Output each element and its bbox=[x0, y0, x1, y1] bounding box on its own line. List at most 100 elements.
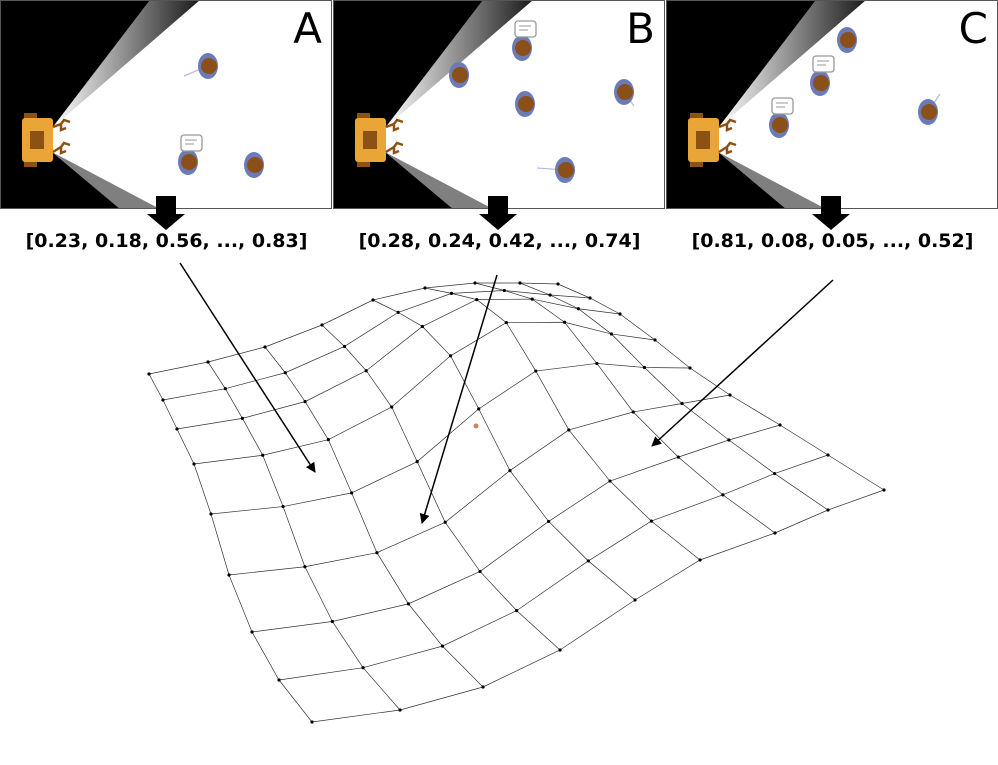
mesh-line bbox=[148, 373, 313, 723]
mesh-node bbox=[478, 569, 482, 574]
mesh-node bbox=[240, 416, 245, 420]
human-icon bbox=[449, 62, 469, 88]
robot-arm bbox=[52, 141, 71, 155]
mesh-node bbox=[398, 708, 402, 712]
mesh-node bbox=[618, 312, 622, 316]
mesh-node bbox=[642, 365, 647, 370]
human-head bbox=[515, 40, 531, 56]
mesh-node bbox=[688, 366, 692, 370]
mesh-node bbox=[420, 324, 424, 329]
mesh-line bbox=[148, 282, 559, 375]
mesh-node bbox=[223, 387, 227, 391]
mesh-node bbox=[680, 401, 684, 406]
robot-icon bbox=[22, 113, 71, 167]
robot-arm bbox=[52, 118, 71, 132]
mesh-node bbox=[530, 297, 534, 301]
cone-edge-bottom bbox=[385, 152, 493, 209]
mesh-node bbox=[481, 685, 485, 689]
mesh-node bbox=[449, 291, 454, 295]
mesh-node bbox=[728, 393, 732, 397]
robot-arm bbox=[718, 118, 737, 132]
mesh-node bbox=[826, 508, 830, 512]
cone-edge-bottom bbox=[52, 152, 160, 209]
mesh-line bbox=[372, 299, 636, 601]
robot-icon bbox=[355, 113, 404, 167]
mesh-node bbox=[534, 369, 538, 373]
mesh-node bbox=[448, 354, 453, 358]
mesh-node bbox=[330, 619, 334, 624]
human-head bbox=[201, 58, 217, 74]
mesh-node bbox=[558, 648, 562, 652]
human-icon bbox=[536, 157, 575, 183]
mesh-node bbox=[504, 320, 508, 325]
human-head bbox=[558, 162, 574, 178]
mesh-line bbox=[519, 282, 829, 511]
human-icon bbox=[810, 55, 835, 96]
mesh-node bbox=[303, 565, 307, 569]
mesh-node bbox=[773, 531, 777, 535]
mesh-node bbox=[567, 428, 571, 432]
mesh-node bbox=[547, 519, 551, 524]
mesh-node bbox=[206, 360, 210, 364]
mesh-node bbox=[364, 369, 368, 373]
speech-lines bbox=[519, 25, 531, 31]
mesh-node bbox=[375, 551, 379, 555]
speech-bubble-icon bbox=[514, 20, 537, 38]
panel-label-b: B bbox=[626, 4, 655, 53]
human-icon bbox=[515, 91, 535, 117]
human-icon bbox=[183, 53, 218, 79]
mesh-node bbox=[473, 281, 477, 285]
mesh-node bbox=[882, 488, 886, 492]
speech-lines bbox=[776, 102, 788, 108]
human-icon bbox=[178, 134, 203, 175]
human-head bbox=[813, 75, 829, 91]
mesh-node bbox=[477, 407, 481, 411]
mesh-node bbox=[250, 630, 254, 634]
query-point-marker bbox=[473, 423, 479, 429]
scene-panel-b: B bbox=[333, 0, 665, 209]
mesh-node bbox=[826, 453, 830, 457]
cone-edge-top bbox=[52, 0, 200, 128]
mesh-node bbox=[609, 332, 613, 336]
mesh-node bbox=[515, 609, 519, 613]
human-head bbox=[247, 157, 263, 173]
mesh-node bbox=[556, 282, 560, 286]
speech-bubble-icon bbox=[812, 55, 835, 73]
mesh-node bbox=[698, 558, 702, 562]
mesh-line bbox=[193, 321, 656, 465]
mesh-node bbox=[502, 288, 506, 293]
robot-panel bbox=[363, 131, 377, 149]
mesh-node bbox=[175, 427, 179, 431]
mesh-node bbox=[633, 598, 637, 602]
human-icon bbox=[918, 93, 941, 125]
embedding-vector-c: [0.81, 0.08, 0.05, ..., 0.52] bbox=[691, 230, 974, 252]
mesh-node bbox=[161, 398, 165, 402]
mesh-line bbox=[162, 290, 591, 401]
embedding-vector-b: [0.28, 0.24, 0.42, ..., 0.74] bbox=[358, 230, 641, 252]
mesh-node bbox=[443, 520, 447, 524]
human-head bbox=[518, 96, 534, 112]
mesh-node bbox=[277, 678, 281, 682]
human-head bbox=[617, 84, 633, 100]
panel-label-a: A bbox=[293, 4, 322, 53]
mesh-node bbox=[320, 323, 324, 327]
mesh-node bbox=[608, 479, 612, 483]
mesh-node bbox=[586, 559, 590, 563]
cone-edge-bottom bbox=[718, 152, 826, 209]
human-icon bbox=[614, 79, 635, 107]
mesh-node bbox=[147, 372, 151, 376]
mesh-line bbox=[311, 489, 885, 723]
mesh-node bbox=[778, 423, 782, 427]
mesh-node bbox=[261, 453, 265, 457]
mesh-node bbox=[440, 644, 445, 648]
mesh-line bbox=[228, 394, 731, 576]
mesh-node bbox=[342, 344, 347, 349]
mesh-node bbox=[649, 519, 653, 523]
mesh-node bbox=[263, 345, 267, 349]
mesh-line bbox=[251, 424, 781, 633]
mesh-node bbox=[281, 504, 285, 509]
embedding-vector-a: [0.23, 0.18, 0.56, ..., 0.83] bbox=[25, 230, 308, 252]
mapping-arrow-c bbox=[651, 279, 834, 447]
mesh-line bbox=[176, 298, 621, 430]
